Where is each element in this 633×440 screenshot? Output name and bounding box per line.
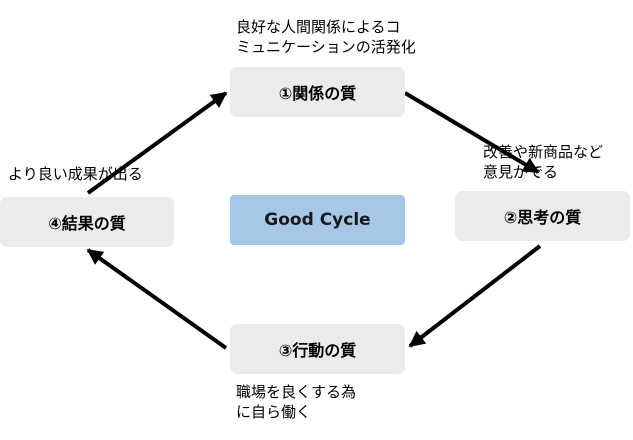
node-action-quality: ③行動の質 <box>230 324 405 374</box>
center-good-cycle-label: Good Cycle <box>264 210 371 230</box>
node-result-quality: ④結果の質 <box>0 197 174 247</box>
note-top-line1: 良好な人間関係によるコ <box>236 18 401 36</box>
arrow-bottom-to-left <box>86 248 228 350</box>
node-relationship-quality: ①関係の質 <box>230 67 405 117</box>
node-result-quality-label: ④結果の質 <box>48 214 126 233</box>
note-bottom-line2: に自ら働く <box>236 403 312 421</box>
node-thinking-quality-label: ②思考の質 <box>503 208 582 227</box>
note-bottom-line1: 職場を良くする為 <box>236 383 357 401</box>
node-action-quality-label: ③行動の質 <box>278 341 357 360</box>
note-top-line2: ミュニケーションの活発化 <box>236 38 416 56</box>
note-left: より良い成果が出る <box>8 164 143 184</box>
node-relationship-quality-label: ①関係の質 <box>278 84 357 103</box>
arrow-top-to-right <box>403 91 540 174</box>
note-left-line1: より良い成果が出る <box>8 165 143 183</box>
note-right-line1: 改善や新商品など <box>483 143 604 161</box>
arrow-left-to-top <box>86 91 228 195</box>
note-top: 良好な人間関係によるコ ミュニケーションの活発化 <box>236 17 416 57</box>
note-bottom: 職場を良くする為 に自ら働く <box>236 382 356 422</box>
center-good-cycle: Good Cycle <box>230 195 405 245</box>
note-right-line2: 意見がでる <box>483 163 559 181</box>
node-thinking-quality: ②思考の質 <box>455 191 630 241</box>
arrow-right-to-bottom <box>408 244 542 348</box>
note-right: 改善や新商品など 意見がでる <box>483 142 603 182</box>
